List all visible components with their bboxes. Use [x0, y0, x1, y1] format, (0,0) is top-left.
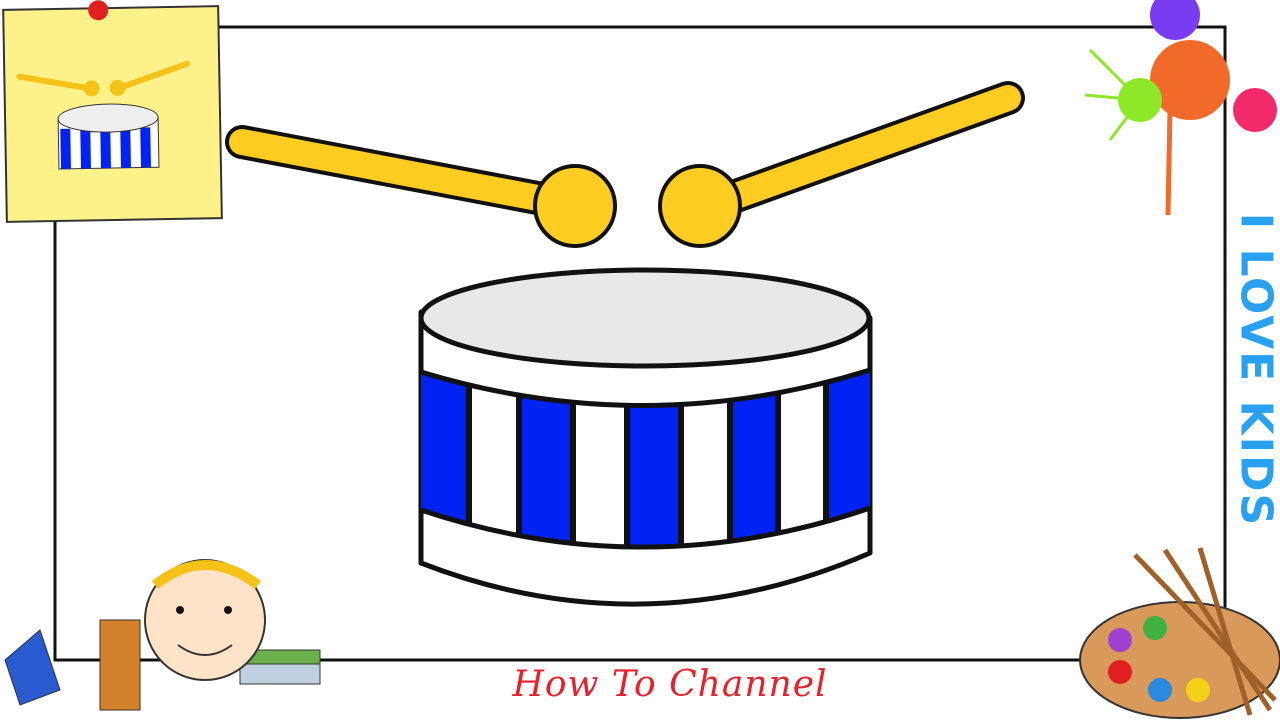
kid-with-books-decoration: [4, 559, 321, 711]
side-banner-text: I LOVE KIDS: [1230, 212, 1280, 528]
drum-stripe-white: [778, 370, 826, 548]
drum-head: [418, 267, 872, 369]
drum-stripe-white: [469, 370, 519, 548]
frame-border: [53, 25, 1227, 662]
paint-palette-decoration: [1079, 547, 1280, 719]
right-drumstick: [658, 81, 1025, 248]
side-banner: I LOVE KIDS: [1230, 190, 1280, 550]
paint-splash-decoration: [1084, 0, 1277, 216]
drum: [418, 267, 873, 607]
channel-name: How To Channel: [512, 664, 828, 705]
pushpin-icon: [88, 0, 109, 21]
left-drumstick: [225, 125, 617, 248]
sticky-note-preview: [2, 0, 223, 223]
